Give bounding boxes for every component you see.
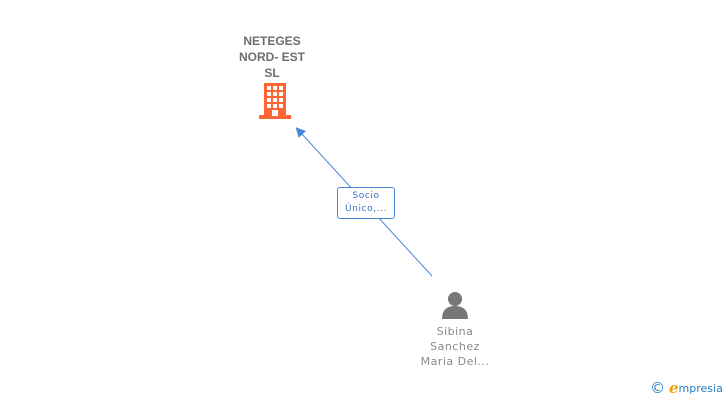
relation-label-line-1: Socio [352, 191, 380, 201]
empresia-logo-e: e [669, 379, 679, 397]
person-name-line-3[interactable]: Maria Del... [420, 355, 490, 368]
relation-label-line-2: Único,... [344, 204, 388, 214]
company-name-line-1[interactable]: NETEGES [243, 34, 301, 48]
relation-label[interactable]: Socio Único,... [337, 187, 395, 219]
empresia-watermark: © e mpresia [650, 379, 723, 397]
empresia-logo-text: mpresia [678, 381, 723, 395]
copyright-icon: © [650, 378, 665, 397]
person-name-line-2[interactable]: Sanchez [430, 340, 480, 353]
person-name-line-1[interactable]: Sibina [436, 325, 474, 338]
person-icon[interactable] [440, 290, 470, 320]
building-icon[interactable] [259, 83, 291, 119]
company-name-line-3[interactable]: SL [264, 66, 280, 80]
company-name[interactable]: NETEGES NORD- EST SL [222, 33, 322, 81]
person-name[interactable]: Sibina Sanchez Maria Del... [400, 324, 510, 369]
company-name-line-2[interactable]: NORD- EST [239, 50, 305, 64]
